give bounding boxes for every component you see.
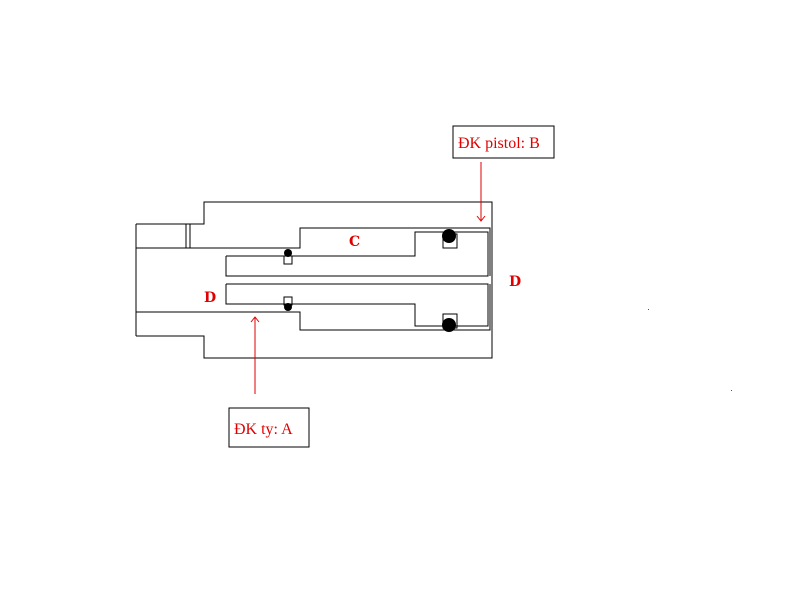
end-cap-upper [136, 224, 191, 249]
rod-seal-upper [283, 255, 293, 265]
region-d-right-label: D [509, 274, 521, 290]
region-c-label: C [349, 234, 360, 250]
outer-housing-top [136, 201, 493, 359]
rod-arrow-head [250, 316, 260, 323]
rod-diameter-label: ĐK ty: A [234, 421, 293, 438]
stray-dot [648, 309, 649, 310]
rod-upper [225, 231, 489, 277]
bore-upper-wall [190, 227, 491, 276]
pistol-arrow-head [476, 215, 486, 222]
rod-oring-upper [284, 249, 292, 257]
pistol-diameter-label: ĐK pistol: B [458, 135, 540, 152]
rod-diameter-box [228, 407, 310, 448]
stray-dot [731, 390, 732, 391]
bore-lower-wall [136, 284, 491, 331]
pistol-diameter-box [452, 125, 555, 159]
piston-oring-lower [442, 318, 456, 332]
rod-oring-lower [284, 303, 292, 311]
region-d-left-label: D [204, 290, 216, 306]
piston-oring-upper [442, 229, 456, 243]
rod-lower [225, 283, 489, 327]
